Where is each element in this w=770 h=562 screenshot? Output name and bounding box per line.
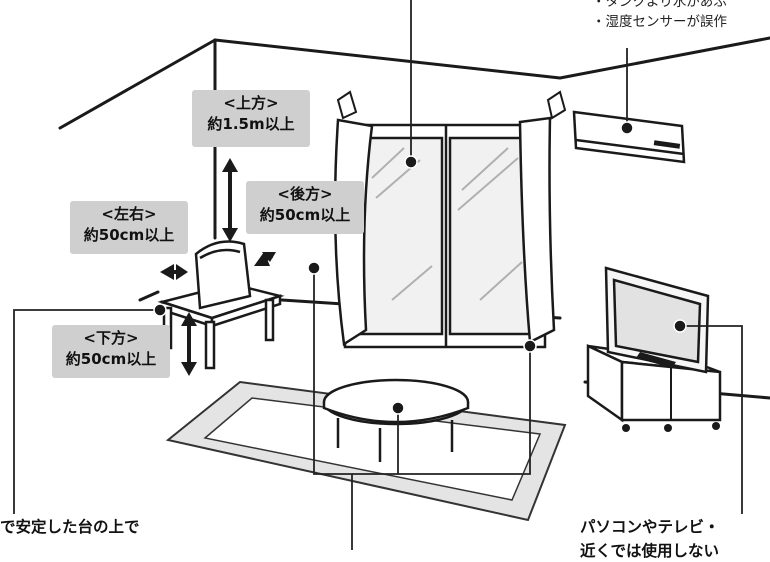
label-below: <下方> 約50cm以上 <box>52 325 170 378</box>
wall-edge-left <box>58 38 217 130</box>
label-above-dist: 約1.5m以上 <box>207 115 295 133</box>
leader-room <box>313 268 353 550</box>
humidifier <box>194 240 252 310</box>
caption-stand: で安定した台の上で <box>0 518 140 536</box>
arrow-up-bottom <box>222 228 238 242</box>
wall-ceiling-line-right <box>558 36 770 80</box>
coffee-table <box>322 378 470 462</box>
note-line-1: ・タンクより水があふ <box>592 0 727 10</box>
label-above-dir: <上方> <box>223 94 279 112</box>
label-sides-dir: <左右> <box>101 205 157 223</box>
label-sides: <左右> 約50cm以上 <box>70 201 188 254</box>
label-back-dir: <後方> <box>277 185 333 203</box>
wall-floor-line-left <box>138 290 160 302</box>
room-illustration <box>13 0 770 550</box>
arrow-up <box>222 158 238 172</box>
air-conditioner <box>572 110 686 164</box>
leader-stand <box>13 309 160 514</box>
label-below-dir: <下方> <box>83 329 139 347</box>
arrow-side <box>160 264 174 280</box>
wall-ceiling-line <box>213 38 562 80</box>
note-line-2: ・湿度センサーが誤作 <box>592 14 727 30</box>
curtain-right <box>518 116 556 344</box>
television <box>604 266 710 374</box>
caption-tv: パソコンやテレビ・ <box>580 518 720 536</box>
arrow-down-bottom <box>181 362 197 376</box>
label-sides-dist: 約50cm以上 <box>83 226 175 244</box>
label-back: <後方> 約50cm以上 <box>246 181 364 234</box>
window <box>343 123 547 349</box>
label-back-dist: 約50cm以上 <box>259 206 351 224</box>
label-below-dist: 約50cm以上 <box>65 350 157 368</box>
label-above: <上方> 約1.5m以上 <box>192 90 310 147</box>
leader-tv <box>680 325 743 514</box>
arrow-down-top <box>181 312 197 326</box>
caption-tv-line2: 近くでは使用しない <box>580 542 720 560</box>
